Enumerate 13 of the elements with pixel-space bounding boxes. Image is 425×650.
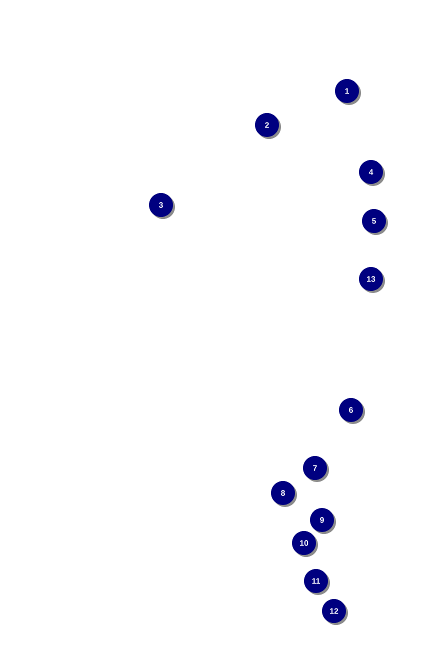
callout-number: 11 xyxy=(304,569,330,595)
callout-number: 9 xyxy=(310,508,336,534)
callout-number: 13 xyxy=(359,267,385,293)
callout-number: 12 xyxy=(322,599,348,625)
callout-number: 2 xyxy=(255,113,281,139)
callout-number: 1 xyxy=(335,79,361,105)
callout-number: 6 xyxy=(339,398,365,424)
callout-number: 7 xyxy=(303,456,329,482)
callout-number: 5 xyxy=(362,209,388,235)
callout-number: 4 xyxy=(359,160,385,186)
callout-number: 8 xyxy=(271,481,297,507)
callout-number: 3 xyxy=(149,193,175,219)
callout-number: 10 xyxy=(292,531,318,557)
